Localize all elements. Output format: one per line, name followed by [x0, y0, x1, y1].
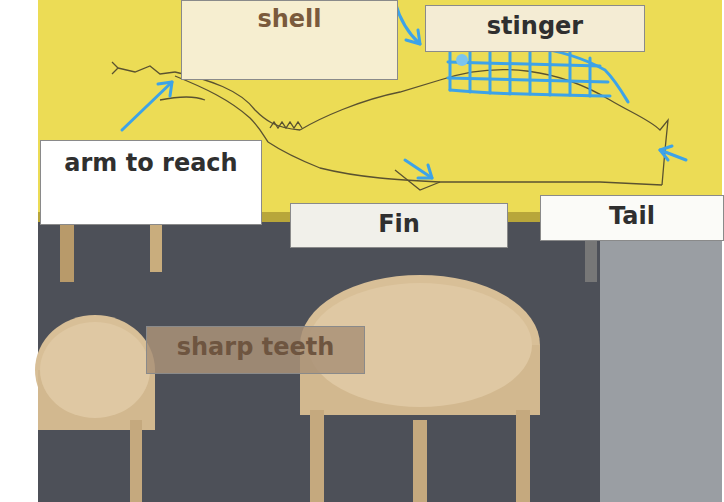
label-box: Tail	[540, 195, 724, 241]
label-box: stinger	[425, 5, 645, 52]
label-box: sharp teeth	[146, 326, 365, 374]
label-text: shell	[257, 3, 321, 37]
label-text: stinger	[487, 10, 583, 44]
label-box: shell	[181, 0, 398, 80]
label-text: arm to reach	[64, 147, 237, 181]
label-box: arm to reach	[40, 140, 262, 225]
label-text: sharp teeth	[177, 331, 335, 365]
label-text: Fin	[378, 208, 420, 242]
label-box: Fin	[290, 203, 508, 248]
label-text: Tail	[609, 200, 655, 234]
